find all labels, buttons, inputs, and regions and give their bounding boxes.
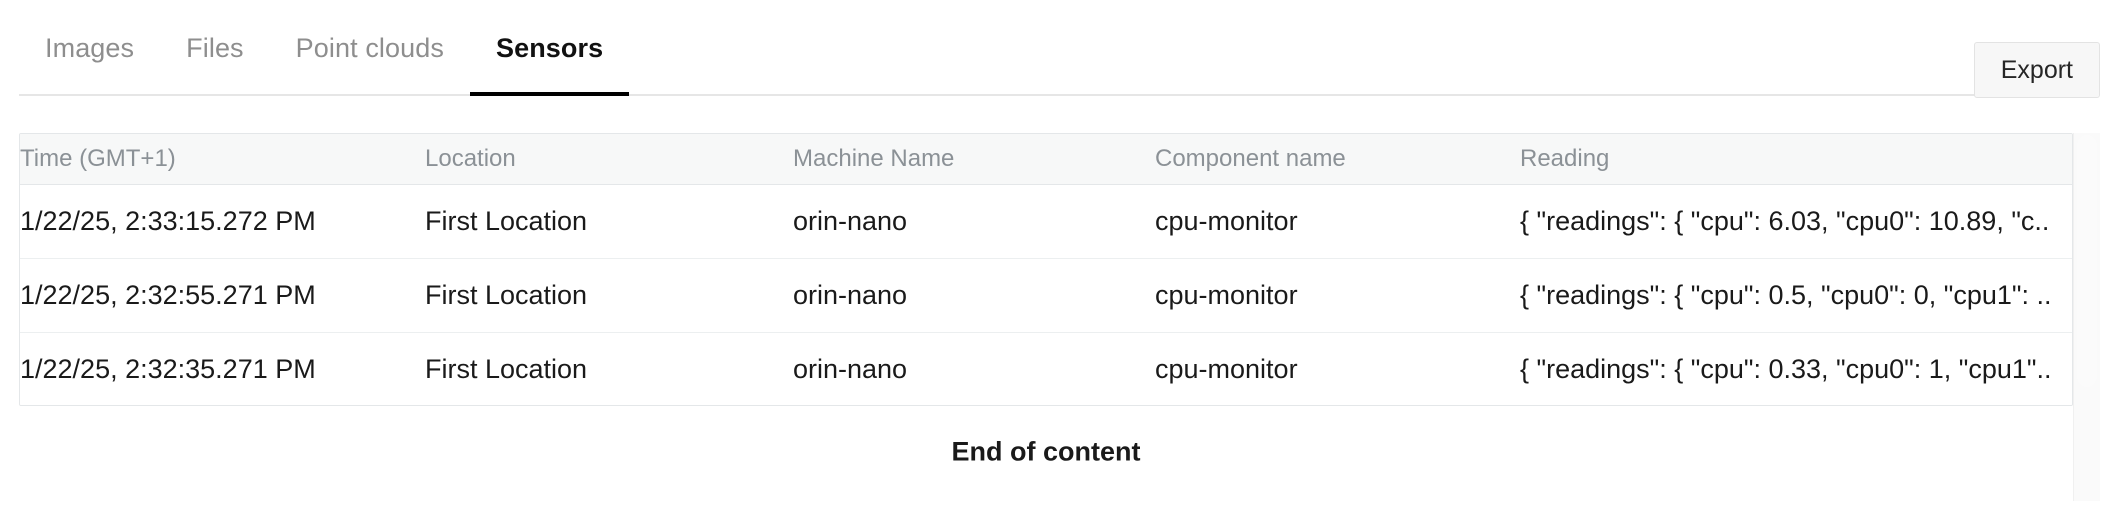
cell-machine: orin-nano <box>793 258 1155 333</box>
cell-machine: orin-nano <box>793 184 1155 259</box>
export-button[interactable]: Export <box>1973 42 2100 98</box>
cell-time: 1/22/25, 2:32:35.271 PM <box>20 353 316 384</box>
tab-bar: Images Files Point clouds Sensors <box>0 0 2128 96</box>
cell-reading-text: { "readings": { "cpu": 0.33, "cpu0": 1, … <box>1520 353 2052 384</box>
tab-files[interactable]: Files <box>160 0 270 96</box>
tab-images[interactable]: Images <box>19 0 160 96</box>
cell-reading-text: { "readings": { "cpu": 6.03, "cpu0": 10.… <box>1520 205 2050 236</box>
cell-component: cpu-monitor <box>1155 258 1520 333</box>
tab-point-clouds[interactable]: Point clouds <box>270 0 470 96</box>
tab-images-label: Images <box>45 32 135 63</box>
vertical-scrollbar[interactable] <box>2073 133 2100 501</box>
table-body: 1/22/25, 2:33:15.272 PM First Location o… <box>20 184 2072 405</box>
column-header-time[interactable]: Time (GMT+1) <box>20 134 425 185</box>
vertical-scrollbar-thumb[interactable] <box>2077 135 2097 387</box>
cell-reading: { "readings": { "cpu": 6.03, "cpu0": 10.… <box>1520 184 2072 259</box>
cell-location: First Location <box>425 258 793 333</box>
tab-files-label: Files <box>186 32 244 63</box>
table-row[interactable]: 1/22/25, 2:33:15.272 PM First Location o… <box>20 184 2072 259</box>
cell-location: First Location <box>425 184 793 259</box>
cell-time: 1/22/25, 2:32:55.271 PM <box>20 258 425 333</box>
cell-reading: { "readings": { "cpu": 0.33, "cpu0": 1, … <box>1520 332 2072 405</box>
cell-location: First Location <box>425 353 588 384</box>
cell-reading-text: { "readings": { "cpu": 0.5, "cpu0": 0, "… <box>1520 279 2052 310</box>
column-header-location[interactable]: Location <box>425 134 793 185</box>
end-of-content-label: End of content <box>951 436 1141 467</box>
tab-sensors-label: Sensors <box>495 32 604 63</box>
export-button-label: Export <box>2000 55 2073 84</box>
tab-point-clouds-label: Point clouds <box>295 32 444 63</box>
cell-component: cpu-monitor <box>1155 184 1520 259</box>
column-header-machine-name[interactable]: Machine Name <box>793 134 1155 185</box>
tab-bar-divider <box>19 94 2073 96</box>
table-header-row: Time (GMT+1) Location Machine Name Compo… <box>20 134 2072 185</box>
tab-sensors[interactable]: Sensors <box>469 0 630 96</box>
sensors-table-container: Time (GMT+1) Location Machine Name Compo… <box>19 133 2073 406</box>
cell-reading: { "readings": { "cpu": 0.5, "cpu0": 0, "… <box>1520 258 2072 333</box>
cell-time: 1/22/25, 2:33:15.272 PM <box>20 184 425 259</box>
column-header-component-name[interactable]: Component name <box>1155 134 1520 185</box>
table-row[interactable]: 1/22/25, 2:32:35.271 PM First Location o… <box>20 332 2072 405</box>
cell-component: cpu-monitor <box>1155 353 1298 384</box>
column-header-reading[interactable]: Reading <box>1520 134 2072 185</box>
cell-machine: orin-nano <box>793 353 908 384</box>
table-header: Time (GMT+1) Location Machine Name Compo… <box>20 134 2072 185</box>
tab-list: Images Files Point clouds Sensors <box>19 0 630 96</box>
sensors-table: Time (GMT+1) Location Machine Name Compo… <box>20 134 2072 405</box>
table-row[interactable]: 1/22/25, 2:32:55.271 PM First Location o… <box>20 258 2072 333</box>
